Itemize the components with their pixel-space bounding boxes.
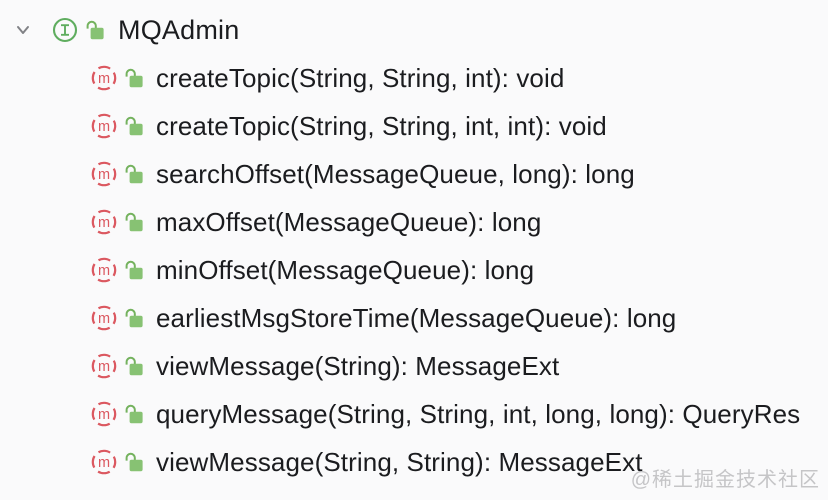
- method-signature: maxOffset(MessageQueue): long: [156, 206, 542, 237]
- open-lock-icon: [125, 452, 143, 472]
- method-row[interactable]: m maxOffset(MessageQueue): long: [0, 198, 828, 246]
- method-row[interactable]: m viewMessage(String, String): MessageEx…: [0, 438, 828, 486]
- method-row[interactable]: m createTopic(String, String, int): void: [0, 54, 828, 102]
- method-signature: earliestMsgStoreTime(MessageQueue): long: [156, 302, 677, 333]
- open-lock-icon: [125, 164, 143, 184]
- svg-text:m: m: [98, 263, 110, 279]
- abstract-method-icon: m: [91, 113, 117, 139]
- abstract-method-icon: m: [91, 161, 117, 187]
- svg-text:m: m: [98, 167, 110, 183]
- open-lock-icon: [125, 212, 143, 232]
- chevron-down-icon[interactable]: [12, 19, 34, 41]
- abstract-method-icon: m: [91, 353, 117, 379]
- abstract-method-icon: m: [91, 257, 117, 283]
- abstract-method-icon: m: [91, 65, 117, 91]
- abstract-method-icon: m: [91, 209, 117, 235]
- structure-tree: MQAdmin m createTopic(String, String, in…: [0, 6, 828, 486]
- open-lock-icon: [125, 356, 143, 376]
- open-lock-icon: [125, 308, 143, 328]
- svg-text:m: m: [98, 407, 110, 423]
- tree-row-mqadmin[interactable]: MQAdmin: [0, 6, 828, 54]
- method-row[interactable]: m viewMessage(String): MessageExt: [0, 342, 828, 390]
- method-signature: minOffset(MessageQueue): long: [156, 254, 535, 285]
- method-row[interactable]: m minOffset(MessageQueue): long: [0, 246, 828, 294]
- method-signature: viewMessage(String, String): MessageExt: [156, 446, 643, 477]
- method-row[interactable]: m searchOffset(MessageQueue, long): long: [0, 150, 828, 198]
- method-row[interactable]: m queryMessage(String, String, int, long…: [0, 390, 828, 438]
- method-signature: searchOffset(MessageQueue, long): long: [156, 158, 635, 189]
- svg-text:m: m: [98, 215, 110, 231]
- method-signature: queryMessage(String, String, int, long, …: [156, 398, 801, 429]
- open-lock-icon: [125, 116, 143, 136]
- method-row[interactable]: m createTopic(String, String, int, int):…: [0, 102, 828, 150]
- svg-text:m: m: [98, 119, 110, 135]
- open-lock-icon: [125, 260, 143, 280]
- method-signature: createTopic(String, String, int): void: [156, 62, 565, 93]
- svg-text:m: m: [98, 71, 110, 87]
- svg-text:m: m: [98, 455, 110, 471]
- open-lock-icon: [125, 68, 143, 88]
- method-signature: createTopic(String, String, int, int): v…: [156, 110, 607, 141]
- open-lock-icon: [86, 20, 104, 40]
- interface-icon: [52, 17, 78, 43]
- svg-text:m: m: [98, 311, 110, 327]
- root-node-label: MQAdmin: [118, 14, 240, 45]
- open-lock-icon: [125, 404, 143, 424]
- abstract-method-icon: m: [91, 305, 117, 331]
- abstract-method-icon: m: [91, 401, 117, 427]
- method-row[interactable]: m earliestMsgStoreTime(MessageQueue): lo…: [0, 294, 828, 342]
- svg-text:m: m: [98, 359, 110, 375]
- abstract-method-icon: m: [91, 449, 117, 475]
- method-signature: viewMessage(String): MessageExt: [156, 350, 560, 381]
